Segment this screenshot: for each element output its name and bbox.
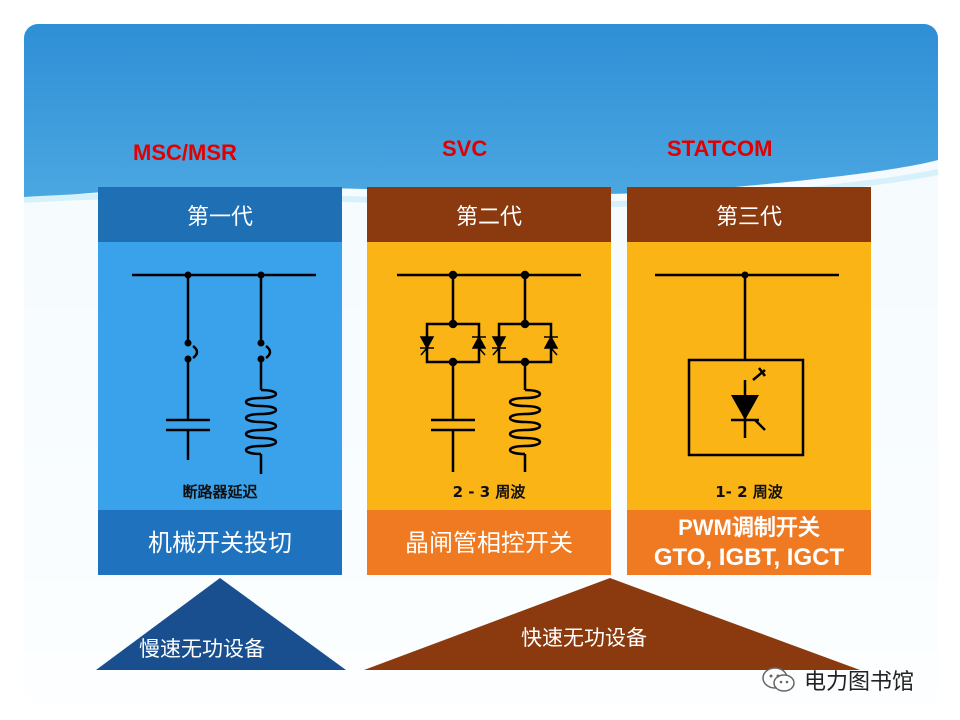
- circuit-msc-msr: [132, 271, 316, 474]
- generation-1-method-line: 机械开关投切: [148, 528, 292, 557]
- generation-1-method: 机械开关投切: [98, 510, 342, 575]
- generation-2-method-line: 晶闸管相控开关: [405, 528, 573, 557]
- generation-1-card: 第一代: [98, 187, 342, 575]
- circuit-svc: [397, 270, 581, 472]
- generation-3-method-line-2: GTO, IGBT, IGCT: [653, 543, 845, 571]
- tech-label-msc: MSC/MSR: [133, 140, 237, 165]
- generation-2-card: 第二代: [367, 187, 611, 575]
- generation-2-body: 2 - 3 周波: [367, 242, 611, 510]
- wechat-icon: [762, 667, 795, 692]
- generation-3-header: 第三代: [627, 187, 871, 242]
- generation-2-header: 第二代: [367, 187, 611, 242]
- tech-label-statcom: STATCOM: [667, 136, 773, 161]
- generation-3-delay: 1- 2 周波: [715, 483, 783, 501]
- generation-3-card: 第三代 1- 2 周波 PWM调制开关 GTO, IGBT, IGCT: [627, 187, 871, 575]
- generation-3-body: 1- 2 周波: [627, 242, 871, 510]
- slow-device-label: 慢速无功设备: [139, 637, 265, 661]
- generation-2-delay: 2 - 3 周波: [452, 483, 526, 501]
- fast-device-label: 快速无功设备: [521, 626, 647, 650]
- circuit-statcom: [655, 271, 839, 457]
- watermark: 电力图书馆: [762, 664, 914, 696]
- generation-2-method: 晶闸管相控开关: [367, 510, 611, 575]
- watermark-text: 电力图书馆: [804, 670, 915, 695]
- tech-label-svc: SVC: [442, 136, 488, 161]
- generation-1-delay: 断路器延迟: [182, 483, 258, 501]
- generation-1-header: 第一代: [98, 187, 342, 242]
- generation-3-method-line-1: PWM调制开关: [678, 514, 820, 540]
- generation-3-method: PWM调制开关 GTO, IGBT, IGCT: [627, 510, 871, 575]
- generation-1-body: 断路器延迟: [98, 242, 342, 510]
